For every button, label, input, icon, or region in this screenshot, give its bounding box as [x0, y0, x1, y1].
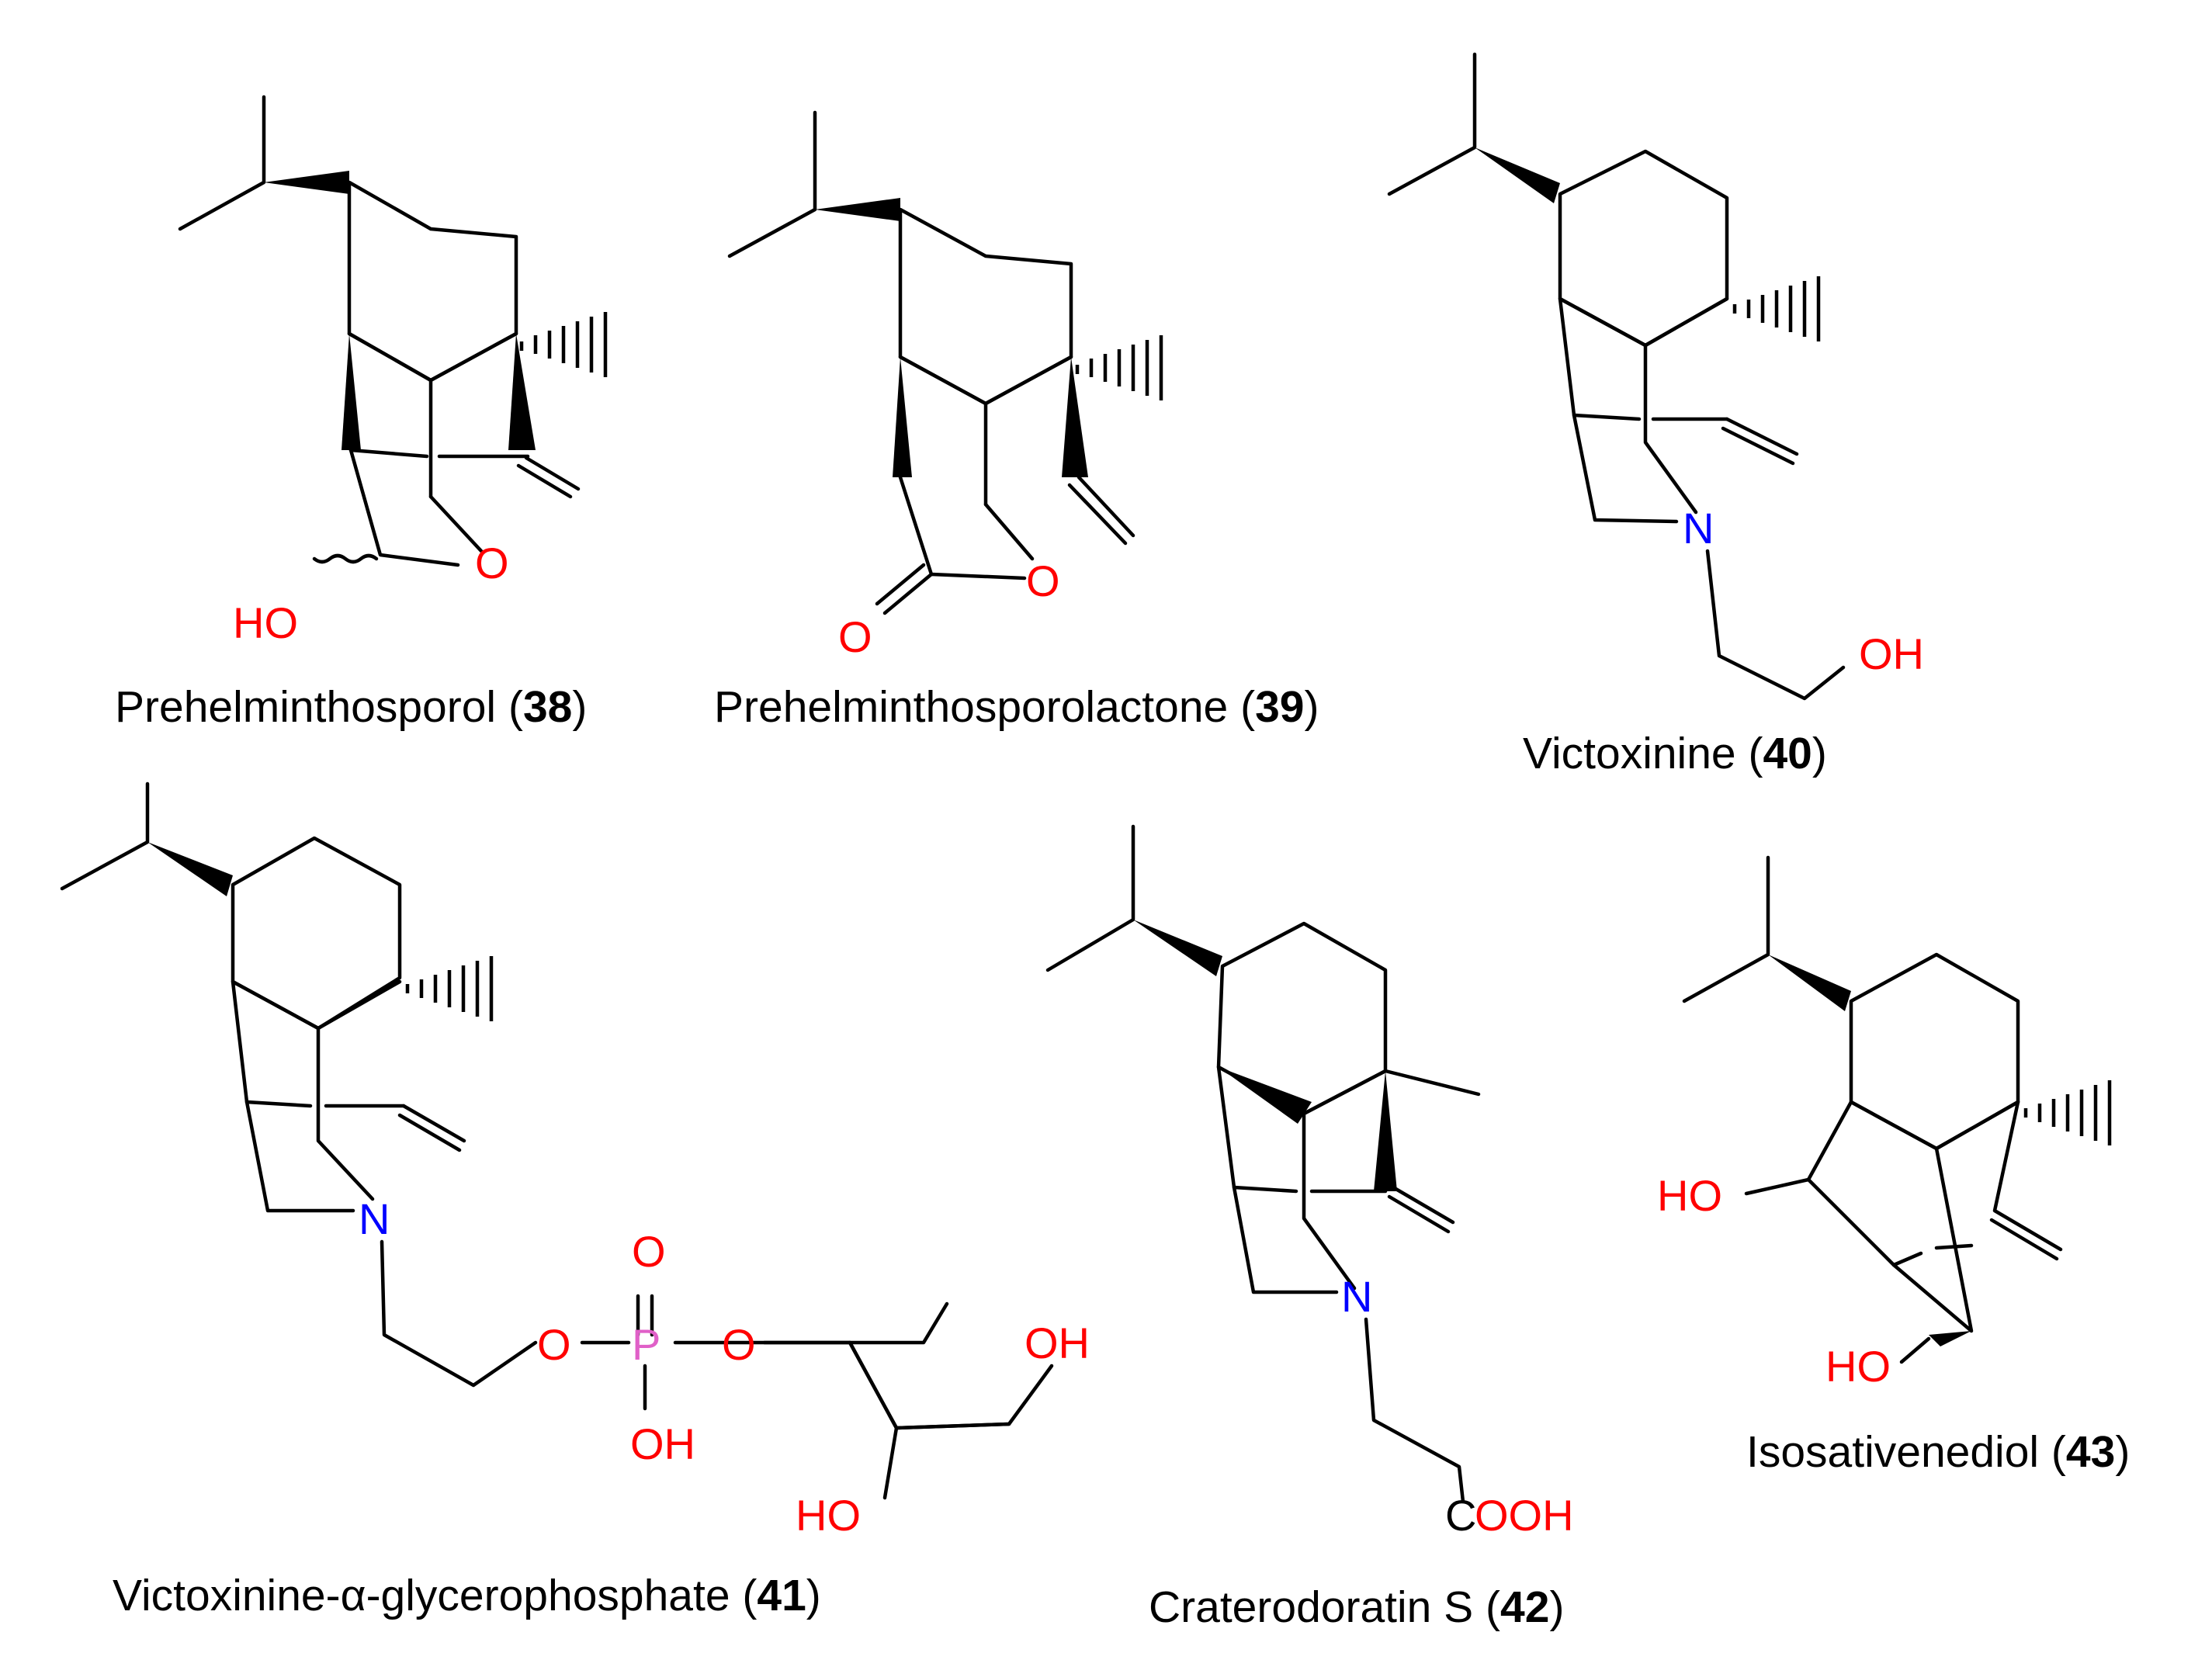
atom-p-41: P: [632, 1320, 660, 1369]
structure-38: O HO Prehelminthosporol (38): [115, 95, 608, 732]
compound-name-39: Prehelminthosporolactone (39): [714, 682, 1319, 732]
atom-n-42: N: [1341, 1272, 1372, 1321]
atom-o-ring-39: O: [1026, 556, 1060, 605]
atom-ho-2-43: HO: [1825, 1342, 1891, 1391]
structure-39: O O Prehelminthosporolactone (39): [714, 110, 1319, 732]
compound-name-38: Prehelminthosporol (38): [115, 682, 587, 732]
structure-41: N O P O O OH OH HO Victoxinine-α-glycero…: [60, 781, 1090, 1620]
atom-c-42: C: [1445, 1491, 1476, 1540]
compound-name-40: Victoxinine (40): [1523, 729, 1827, 778]
atom-o2-41: O: [722, 1320, 756, 1369]
atom-o1-41: O: [537, 1320, 571, 1369]
atom-n-40: N: [1683, 504, 1714, 553]
compound-name-43: Isosativenediol (43): [1746, 1427, 2130, 1477]
atom-oh-1-41: OH: [1025, 1319, 1090, 1367]
atom-ooh-42: OOH: [1475, 1491, 1574, 1540]
atom-oh-40: OH: [1859, 629, 1924, 678]
structure-43: HO HO Isosativenediol (43): [1657, 855, 2130, 1477]
atom-ho-1-43: HO: [1657, 1171, 1722, 1220]
atom-ho-2-41: HO: [796, 1491, 861, 1540]
atom-n-41: N: [359, 1194, 390, 1243]
compound-name-42: Craterodoratin S (42): [1149, 1582, 1564, 1632]
compound-name-41: Victoxinine-α-glycerophosphate (41): [113, 1571, 821, 1620]
structure-42: N C OOH Craterodoratin S (42): [1045, 824, 1574, 1632]
atom-o-double-41: O: [632, 1227, 666, 1276]
atom-oh-p-41: OH: [630, 1419, 695, 1468]
atom-o-ring-38: O: [475, 539, 509, 587]
atom-o-carbonyl-39: O: [838, 612, 872, 661]
structure-40: N OH Victoxinine (40): [1387, 52, 1924, 778]
atom-ho-38: HO: [233, 598, 298, 647]
